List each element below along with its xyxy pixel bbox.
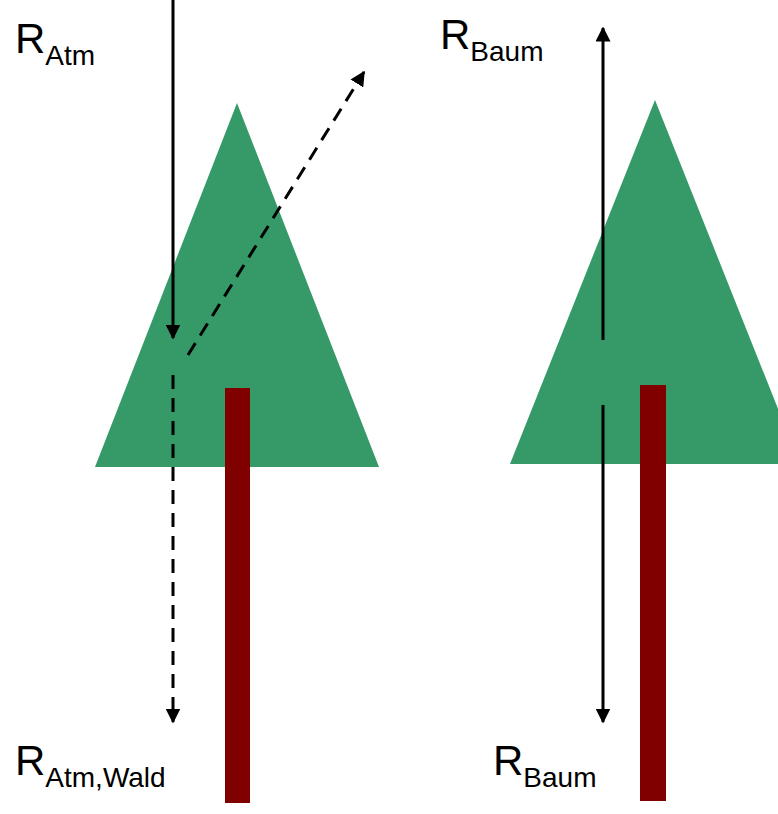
symbol-subscript: Atm,Wald	[45, 762, 165, 793]
symbol-letter: R	[440, 11, 470, 58]
symbol-subscript: Atm	[45, 40, 95, 71]
radiation-label: RAtm	[15, 18, 95, 60]
radiation-arrow	[172, 0, 175, 338]
radiation-label: RBaum	[440, 14, 544, 56]
transmitted-arrow	[172, 375, 175, 722]
symbol-subscript: Baum	[470, 36, 543, 67]
radiation-label: RBaum	[493, 740, 597, 782]
tree-trunk	[640, 385, 666, 801]
symbol-letter: R	[493, 737, 523, 784]
emission-arrow	[602, 405, 605, 722]
emission-arrow	[602, 28, 605, 340]
symbol-letter: R	[15, 737, 45, 784]
reflected-arrow	[188, 72, 364, 355]
radiation-label: RAtm,Wald	[15, 740, 166, 782]
symbol-subscript: Baum	[523, 762, 596, 793]
symbol-letter: R	[15, 15, 45, 62]
tree-trunk	[225, 388, 250, 803]
